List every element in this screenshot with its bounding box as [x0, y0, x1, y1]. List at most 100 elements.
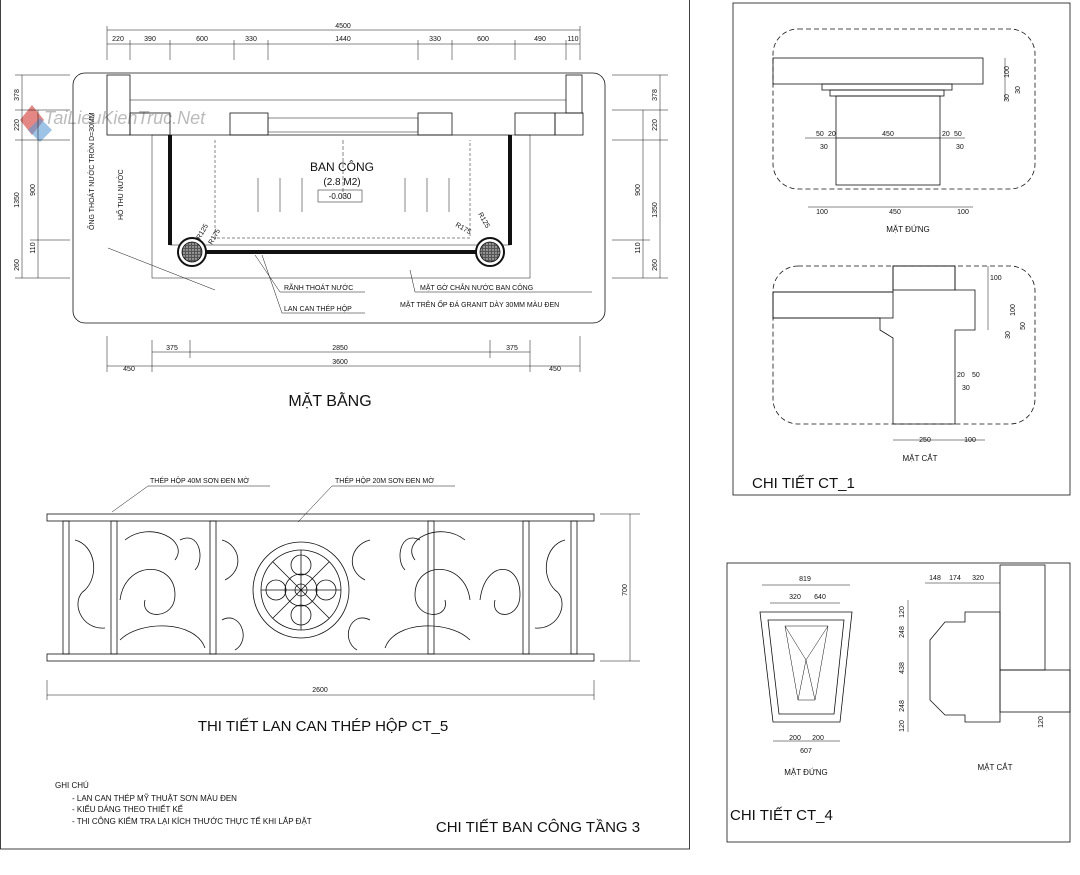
note-2: - KIỂU DÁNG THEO THIẾT KẾ: [72, 804, 183, 814]
ct1-sec-dim-2: 100: [1010, 304, 1017, 316]
dim-right-6: 110: [635, 242, 642, 253]
callout-granite: MẶT TRÊN ỐP ĐÁ GRANIT DÀY 30MM MÀU ĐEN: [400, 299, 559, 309]
ct4-dim-1: 819: [799, 576, 811, 583]
ct1-sec-dim-8: 250: [919, 437, 931, 444]
ct1-detail: 50 20 450 20 50 30 30 100 30 30 100 450 …: [752, 28, 1036, 492]
dim-bottom-5: 3600: [332, 359, 348, 366]
main-frame: [0, 0, 690, 850]
dim-bottom-2: 2850: [332, 345, 348, 352]
dim-left-6: 110: [30, 242, 37, 253]
ct4-dim-5: 200: [812, 735, 824, 742]
dim-left-4: 1350: [14, 192, 21, 208]
dim-top-4: 330: [245, 36, 257, 43]
door-opening: [267, 117, 419, 133]
railing-label-2: THÉP HỘP 20M SƠN ĐEN MỜ: [335, 476, 434, 485]
dim-bottom-4: 450: [123, 366, 135, 373]
radius-label-4: R125: [476, 212, 490, 230]
ct1-dim-2: 20: [828, 131, 836, 138]
ct4-bracket: [759, 611, 853, 723]
railing-width-dim: 2600: [312, 687, 328, 694]
ct1-dim-8: 100: [1004, 66, 1011, 78]
ct4-sec-dim-8: 120: [899, 720, 906, 732]
dim-right-5: 260: [652, 259, 659, 271]
railing-title: THI TIẾT LAN CAN THÉP HỘP CT_5: [198, 718, 448, 735]
ct1-title: CHI TIẾT CT_1: [752, 475, 855, 492]
ct1-sec-dim-1: 100: [990, 275, 1002, 282]
dim-right-4: 1350: [652, 202, 659, 218]
scroll-ornaments: [74, 531, 566, 651]
slope-arrows: [257, 178, 450, 212]
ct1-dim-3: 450: [882, 131, 894, 138]
drain-hole-label: HỐ THU NƯỚC: [115, 169, 125, 220]
dim-total: 4500: [335, 23, 351, 30]
callout-drain-channel: RÃNH THOÁT NƯỚC: [284, 283, 353, 292]
dim-top-1: 220: [112, 36, 124, 43]
balcony-label: BAN CÔNG: [310, 159, 374, 174]
ct1-dim-1: 50: [816, 131, 824, 138]
balcony-slab: [151, 134, 531, 279]
ct4-dim-4: 200: [789, 735, 801, 742]
ct4-sec-dim-3: 320: [972, 575, 984, 582]
radius-label-1: R125: [196, 223, 210, 241]
ct4-sec-dim-5: 248: [899, 626, 906, 638]
dim-left-2: 220: [14, 119, 21, 131]
callout-railing: LAN CAN THÉP HỘP: [284, 304, 352, 313]
note-1: - LAN CAN THÉP MỸ THUẬT SƠN MÀU ĐEN: [72, 794, 237, 803]
dim-bottom-3: 375: [506, 345, 518, 352]
ct4-sec-dim-7: 248: [899, 700, 906, 712]
railing-label-1: THÉP HỘP 40M SƠN ĐEN MỜ: [150, 476, 249, 485]
ct1-sec-dim-7: 30: [962, 385, 970, 392]
radius-label-2: R175: [208, 228, 222, 246]
dim-top-9: 110: [567, 36, 578, 43]
wall-right: [565, 74, 583, 114]
dim-right-2: 220: [652, 119, 659, 131]
ct1-sec-dim-4: 50: [1020, 322, 1027, 330]
dim-top-8: 490: [534, 36, 546, 43]
ct1-dim-5: 50: [954, 131, 962, 138]
ct4-sec-dim-2: 174: [949, 575, 961, 582]
dim-top-2: 390: [144, 36, 156, 43]
dim-top-3: 600: [196, 36, 208, 43]
dim-top-6: 330: [429, 36, 441, 43]
ct1-sec-dim-6: 50: [972, 372, 980, 379]
dim-top-5: 1440: [335, 36, 351, 43]
plan-outline: [72, 72, 606, 324]
notes-heading: GHI CHÚ: [55, 781, 89, 790]
ct1-dim-7: 30: [956, 144, 964, 151]
dim-right-1: 378: [652, 89, 659, 101]
area-label: (2.8 M2): [323, 177, 360, 188]
plan-title: MẶT BẰNG: [288, 391, 371, 410]
ct4-sec-dim-4: 120: [899, 606, 906, 618]
pipe-label: ỐNG THOÁT NƯỚC TRÒN D=30MM: [86, 112, 96, 230]
ct1-dim-4: 20: [942, 131, 950, 138]
dim-top-7: 600: [477, 36, 489, 43]
callout-curb: MẶT GỜ CHẮN NƯỚC BAN CÔNG: [420, 283, 533, 292]
watermark-text: TaiLieuKienTruc.Net: [44, 108, 206, 128]
dim-left-3: 900: [30, 184, 37, 196]
dim-right-3: 900: [635, 184, 642, 196]
sheet-title: CHI TIẾT BAN CÔNG TẦNG 3: [436, 819, 640, 836]
note-3: - THI CÔNG KIỂM TRA LẠI KÍCH THƯỚC THỰC …: [72, 816, 312, 826]
ct1-sec-dim-5: 20: [957, 372, 965, 379]
ct4-section-label: MẶT CẮT: [978, 763, 1013, 772]
top-rail: [46, 513, 595, 522]
radius-label-3: R175: [454, 222, 472, 236]
ct1-dim-13: 100: [957, 209, 969, 216]
railing-posts: [62, 520, 578, 655]
ct4-section-shape: [929, 611, 1001, 723]
ct4-sec-dim-1: 148: [929, 575, 941, 582]
ct4-dim-3: 640: [814, 594, 826, 601]
ct1-dim-6: 30: [820, 144, 828, 151]
dim-bottom-6: 450: [549, 366, 561, 373]
ct4-sec-dim-9: 120: [1038, 716, 1045, 728]
ct1-elev-label: MẶT ĐỨNG: [886, 225, 930, 234]
ct4-dim-2: 320: [789, 594, 801, 601]
ct1-dim-11: 100: [816, 209, 828, 216]
ct4-detail: 819 320 640 200 200 607 MẶT ĐỨNG 148 174…: [730, 564, 1071, 824]
railing-elevation: THÉP HỘP 40M SƠN ĐEN MỜ THÉP HỘP 20M SƠN…: [46, 476, 640, 735]
railing-height-dim: 700: [622, 584, 629, 596]
dim-bottom-1: 375: [166, 345, 178, 352]
ct4-sec-dim-6: 438: [899, 662, 906, 674]
watermark-logo: TaiLieuKienTruc.Net: [20, 105, 206, 142]
